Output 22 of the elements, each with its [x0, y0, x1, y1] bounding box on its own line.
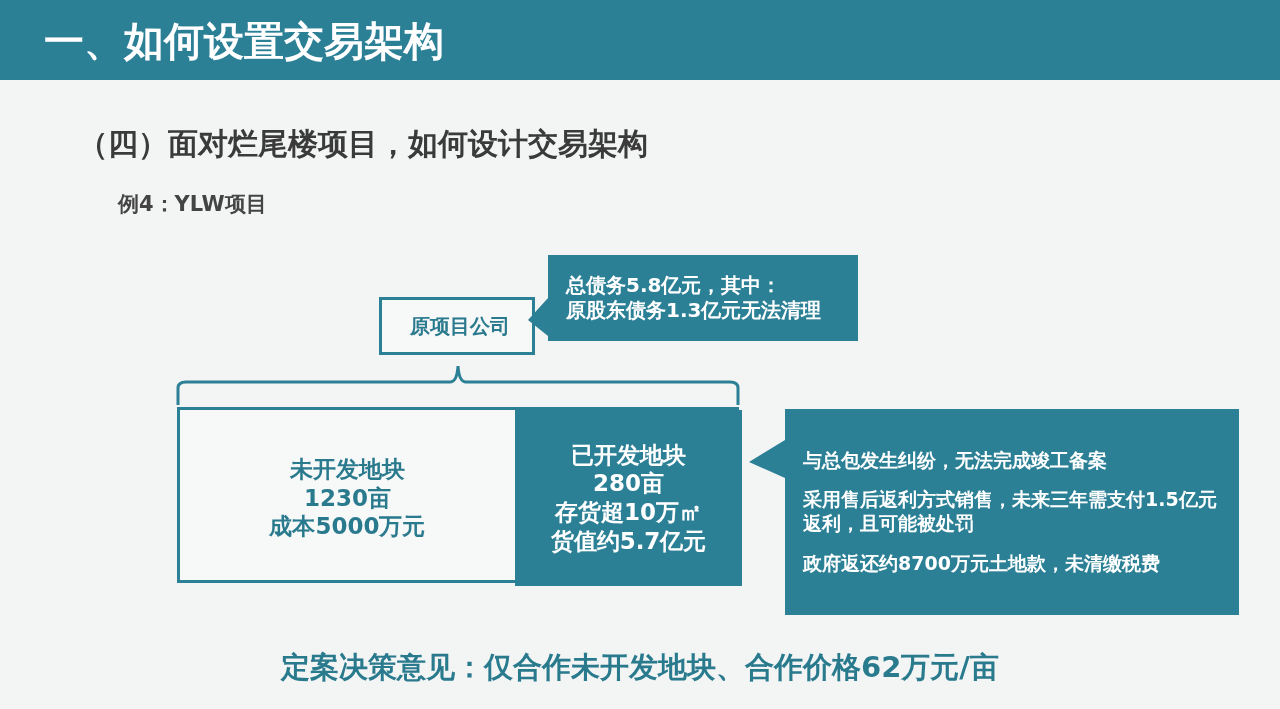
- node-label: 原项目公司: [410, 313, 510, 339]
- company-box: [379, 297, 535, 355]
- node-label: 已开发地块: [571, 440, 686, 470]
- node-label: 成本5000万元: [269, 512, 426, 542]
- land-container: [177, 407, 739, 583]
- callout-text: 与总包发生纠纷，无法完成竣工备案: [803, 448, 1107, 473]
- example-label: 例4：YLW项目: [118, 191, 267, 218]
- node-label: 未开发地块: [290, 454, 405, 484]
- section-heading: （四）面对烂尾楼项目，如何设计交易架构: [78, 125, 648, 163]
- callout-text: 采用售后返利方式销售，未来三年需支付1.5亿元返利，且可能被处罚: [803, 488, 1218, 536]
- page-title: 一、如何设置交易架构: [44, 17, 444, 66]
- callout-text: 原股东债务1.3亿元无法清理: [566, 298, 822, 323]
- issues-callout: [749, 409, 1239, 615]
- node-label: 货值约5.7亿元: [550, 526, 707, 556]
- node-label: 280亩: [593, 469, 664, 498]
- debt-callout: [528, 255, 858, 341]
- node-label: 1230亩: [304, 483, 391, 513]
- developed-land-panel: [515, 410, 742, 586]
- callout-text: 政府返还约8700万元土地款，未清缴税费: [803, 551, 1160, 576]
- callout-text: 总债务5.8亿元，其中：: [566, 273, 782, 298]
- decision-note: 定案决策意见：仅合作未开发地块、合作价格62万元/亩: [279, 649, 1000, 686]
- node-label: 存货超10万㎡: [555, 498, 702, 527]
